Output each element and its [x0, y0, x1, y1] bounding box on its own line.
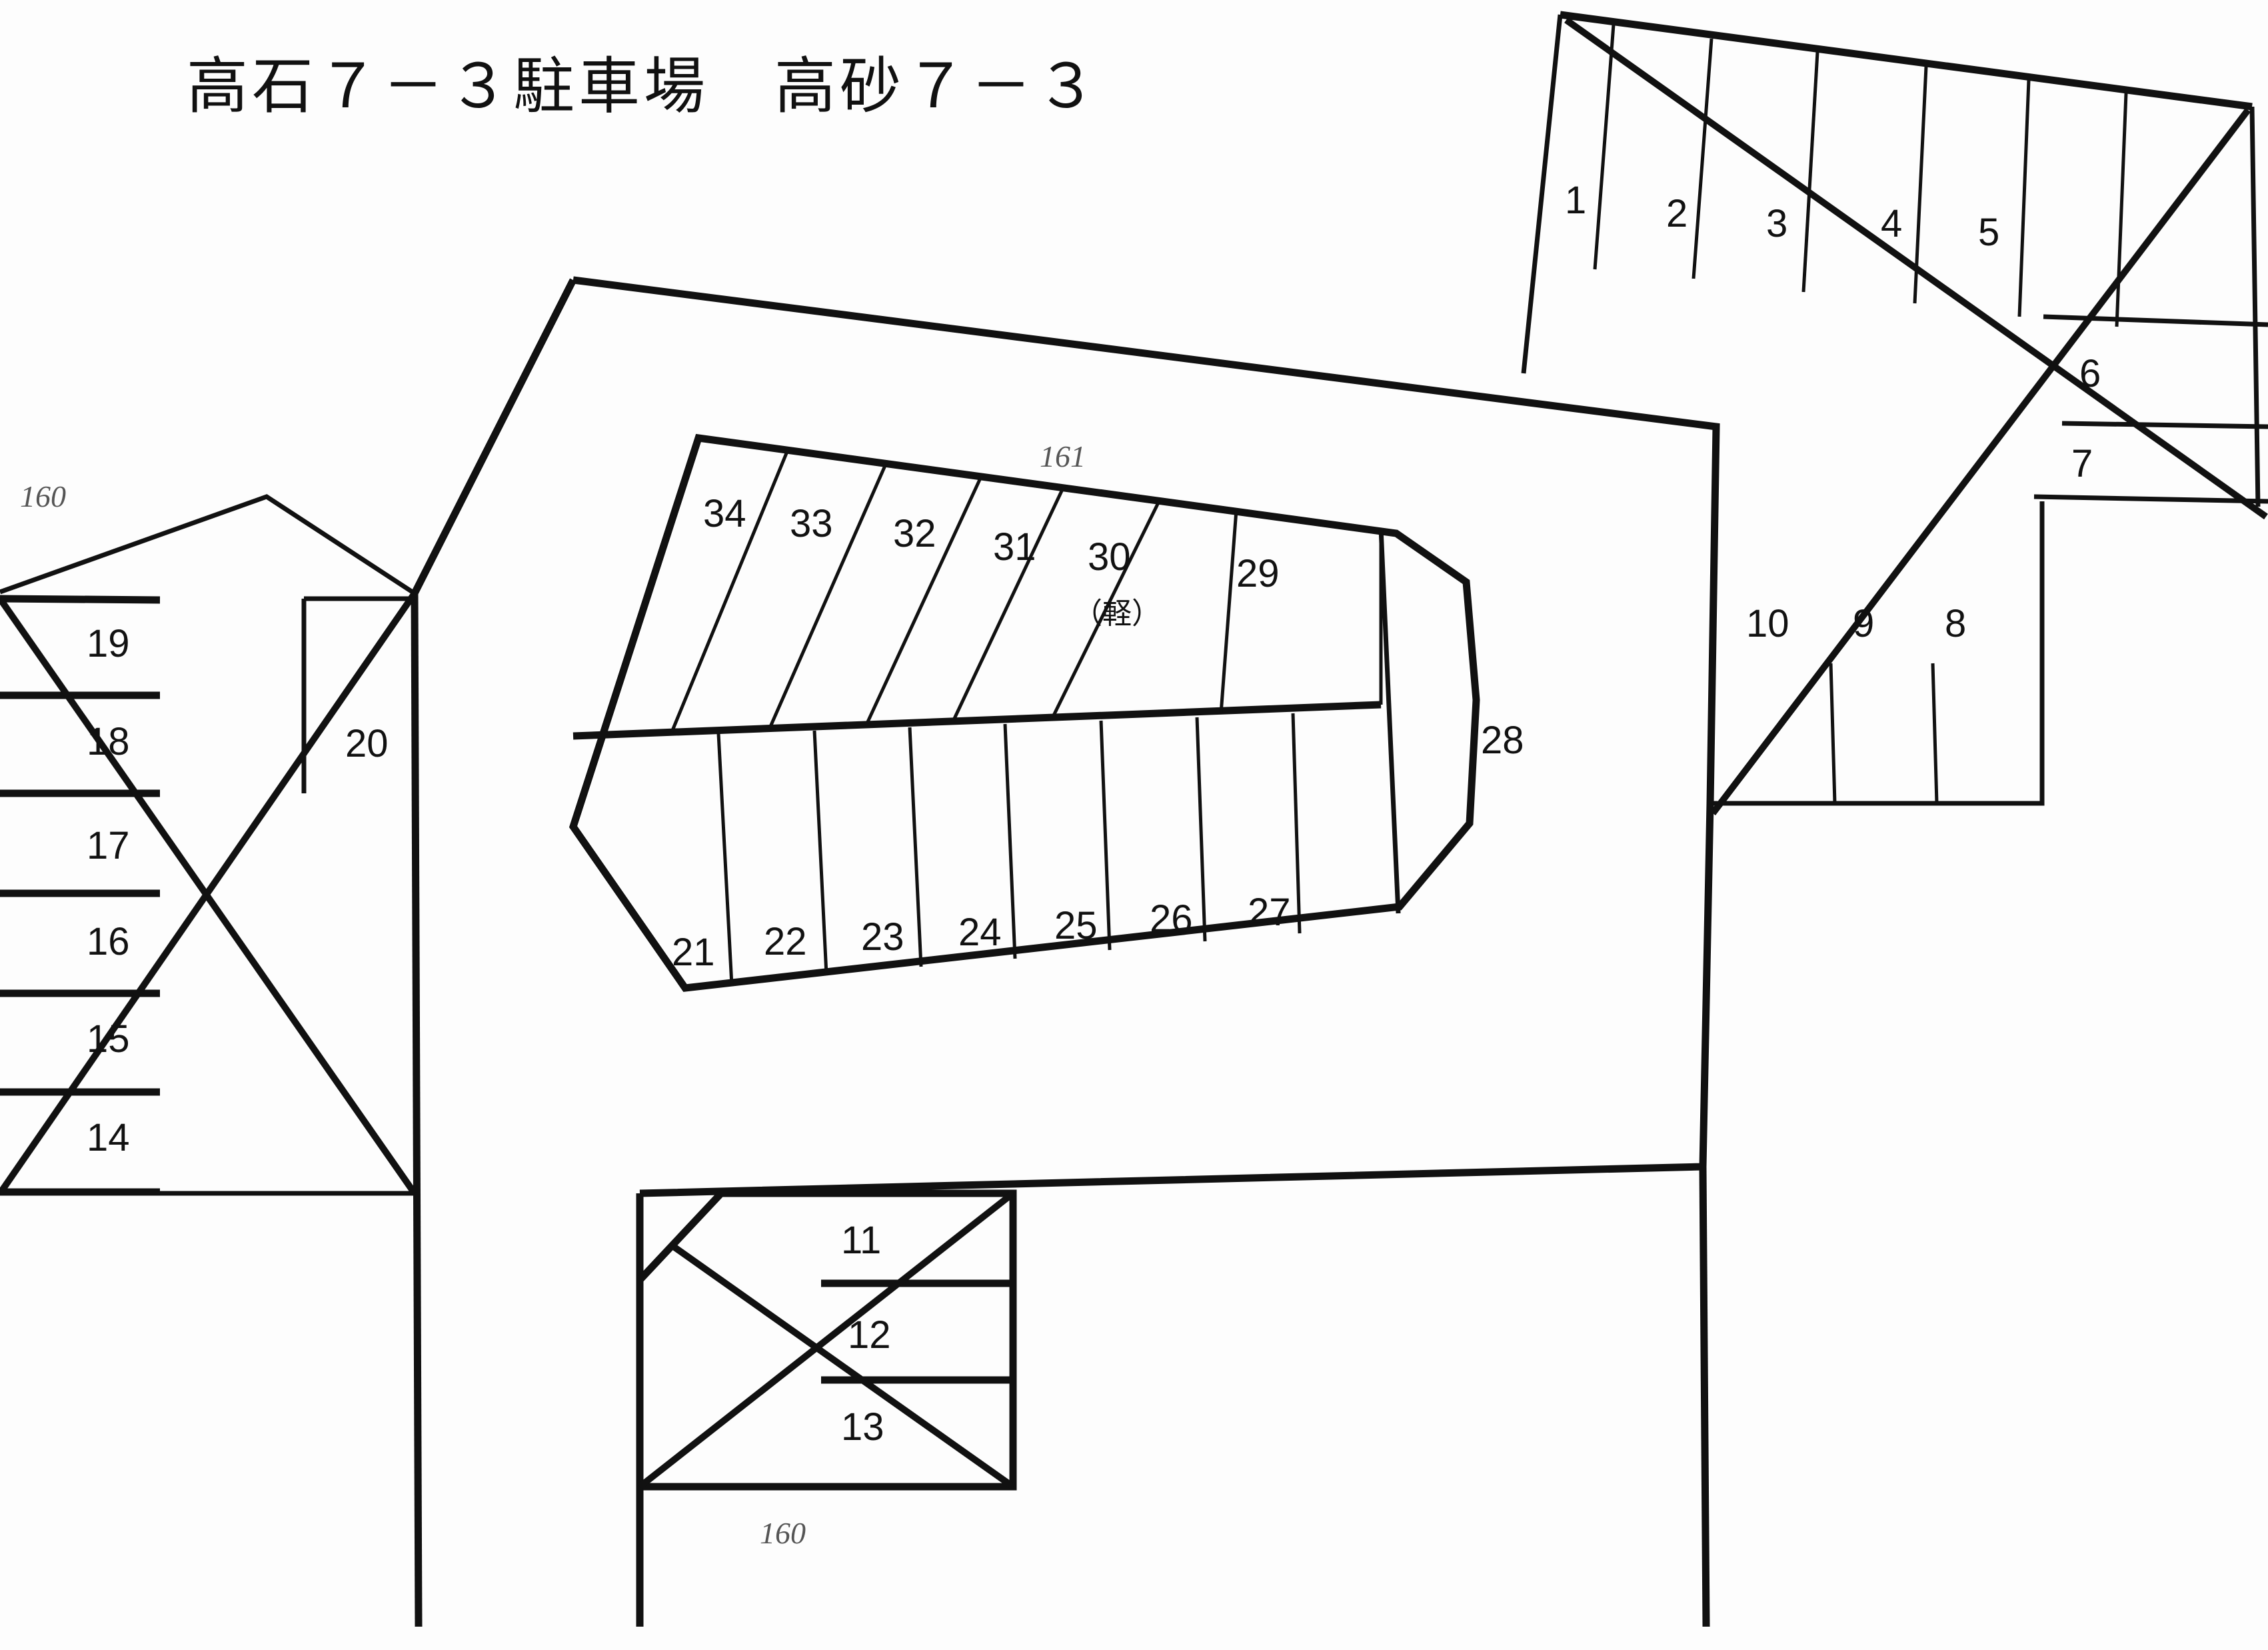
east-edge-divider-6-top	[2043, 314, 2268, 327]
north-divider-6	[2115, 93, 2128, 327]
west-block-cross-line-b	[0, 591, 418, 1195]
page-title: 高石７－３駐車場 高砂７－３	[187, 51, 1102, 122]
center-upper-divider-2	[768, 461, 888, 729]
stall-number-23: 23	[861, 915, 904, 959]
stall-number-34: 34	[703, 492, 746, 535]
center-upper-divider-1	[670, 449, 790, 733]
center-lower-divider-7	[1291, 713, 1302, 934]
center-lower-divider-1	[716, 733, 734, 986]
annotation-160-top-left: 160	[20, 479, 66, 513]
stall-number-30: 30	[1088, 535, 1131, 579]
center-block-group: 34 33 32 31 30 （軽） 29 28 21 22 23 24 25 …	[568, 433, 1524, 992]
stall-number-5: 5	[1978, 211, 1999, 254]
center-upper-divider-5	[1051, 499, 1162, 718]
west-block-group: 19 18 17 16 15 14 20	[0, 494, 418, 1196]
stall-number-11: 11	[841, 1219, 881, 1262]
center-lower-divider-6	[1195, 717, 1207, 942]
stall-number-13: 13	[841, 1405, 884, 1449]
center-block-mid-divider	[572, 701, 1382, 740]
north-divider-2	[1692, 38, 1713, 279]
stall-number-22: 22	[764, 920, 807, 963]
stall-number-6: 6	[2079, 352, 2101, 395]
center-upper-divider-3	[864, 474, 984, 726]
north-block-right-edge	[2249, 106, 2261, 507]
stall-number-9: 9	[1853, 602, 1874, 645]
stall-number-31: 31	[993, 525, 1036, 569]
west-stall-line-19-top	[0, 595, 161, 604]
north-block-cross-line-a	[1564, 17, 2268, 520]
stall-number-2: 2	[1666, 192, 1688, 235]
south-block-group: 11 12 13	[636, 1189, 1017, 1491]
stall-number-16: 16	[87, 920, 130, 963]
center-lower-divider-5	[1099, 720, 1112, 951]
center-lower-divider-2	[812, 730, 828, 975]
center-upper-divider-6	[1219, 509, 1238, 714]
stall-number-17: 17	[87, 824, 130, 867]
property-main-outline	[572, 276, 1720, 1197]
east-block-divider-1	[1829, 663, 1837, 804]
east-edge-divider-6-bottom	[2061, 421, 2268, 429]
east-block-divider-2	[1931, 663, 1939, 804]
stall-30-kei-label: （軽）	[1073, 597, 1161, 631]
south-block-cross-line-a	[670, 1242, 1015, 1490]
north-block-cross-line-b	[1710, 107, 2251, 816]
stall-number-27: 27	[1248, 891, 1291, 934]
north-divider-4	[1913, 66, 1928, 304]
center-stall-28-divider	[1378, 528, 1401, 914]
north-block-group: 1 2 3 4 5	[1521, 11, 2268, 816]
stall-number-25: 25	[1054, 904, 1098, 947]
stall-number-24: 24	[958, 911, 1002, 954]
annotation-161-center: 161	[1040, 439, 1086, 473]
stall-number-8: 8	[1945, 602, 1966, 645]
property-boundary-group	[411, 276, 1720, 1627]
stall-number-29: 29	[1236, 552, 1280, 595]
north-block-top-edge	[1560, 11, 2253, 111]
center-lower-divider-3	[908, 727, 923, 967]
stall-number-26: 26	[1150, 897, 1193, 941]
west-block-roof-outline	[0, 494, 416, 595]
north-block-left-edge	[1521, 14, 1563, 374]
road-vertical-left	[411, 593, 423, 1627]
center-block-outline	[568, 433, 1480, 992]
stall-number-28: 28	[1481, 719, 1524, 762]
center-lower-divider-4	[1003, 723, 1017, 959]
east-edge-divider-7-bottom	[2033, 494, 2268, 504]
stall-number-7: 7	[2071, 442, 2093, 485]
stall-number-32: 32	[893, 512, 936, 555]
stall-number-3: 3	[1766, 202, 1787, 245]
stall-number-33: 33	[790, 502, 833, 545]
property-right-lower-edge	[1699, 1166, 1710, 1627]
north-divider-3	[1801, 51, 1819, 293]
east-block-outline	[1710, 501, 2045, 806]
stall-number-21: 21	[672, 931, 715, 974]
south-block-cross-line-b	[637, 1191, 1016, 1489]
stall-number-4: 4	[1881, 202, 1902, 245]
stall-number-10: 10	[1746, 602, 1789, 645]
east-edge-group: 6 7	[2033, 314, 2268, 504]
stall-number-20: 20	[345, 722, 389, 765]
stall-number-19: 19	[87, 622, 130, 665]
stall-number-14: 14	[87, 1116, 130, 1159]
annotation-160-bottom: 160	[760, 1516, 806, 1550]
stall-number-1: 1	[1565, 179, 1586, 222]
north-divider-5	[2017, 79, 2031, 317]
property-left-upper-edge	[411, 278, 576, 595]
north-divider-1	[1593, 24, 1616, 270]
south-block-outline	[636, 1189, 1017, 1491]
center-upper-divider-4	[951, 485, 1066, 723]
east-block-group: 10 9 8	[1710, 501, 2045, 806]
